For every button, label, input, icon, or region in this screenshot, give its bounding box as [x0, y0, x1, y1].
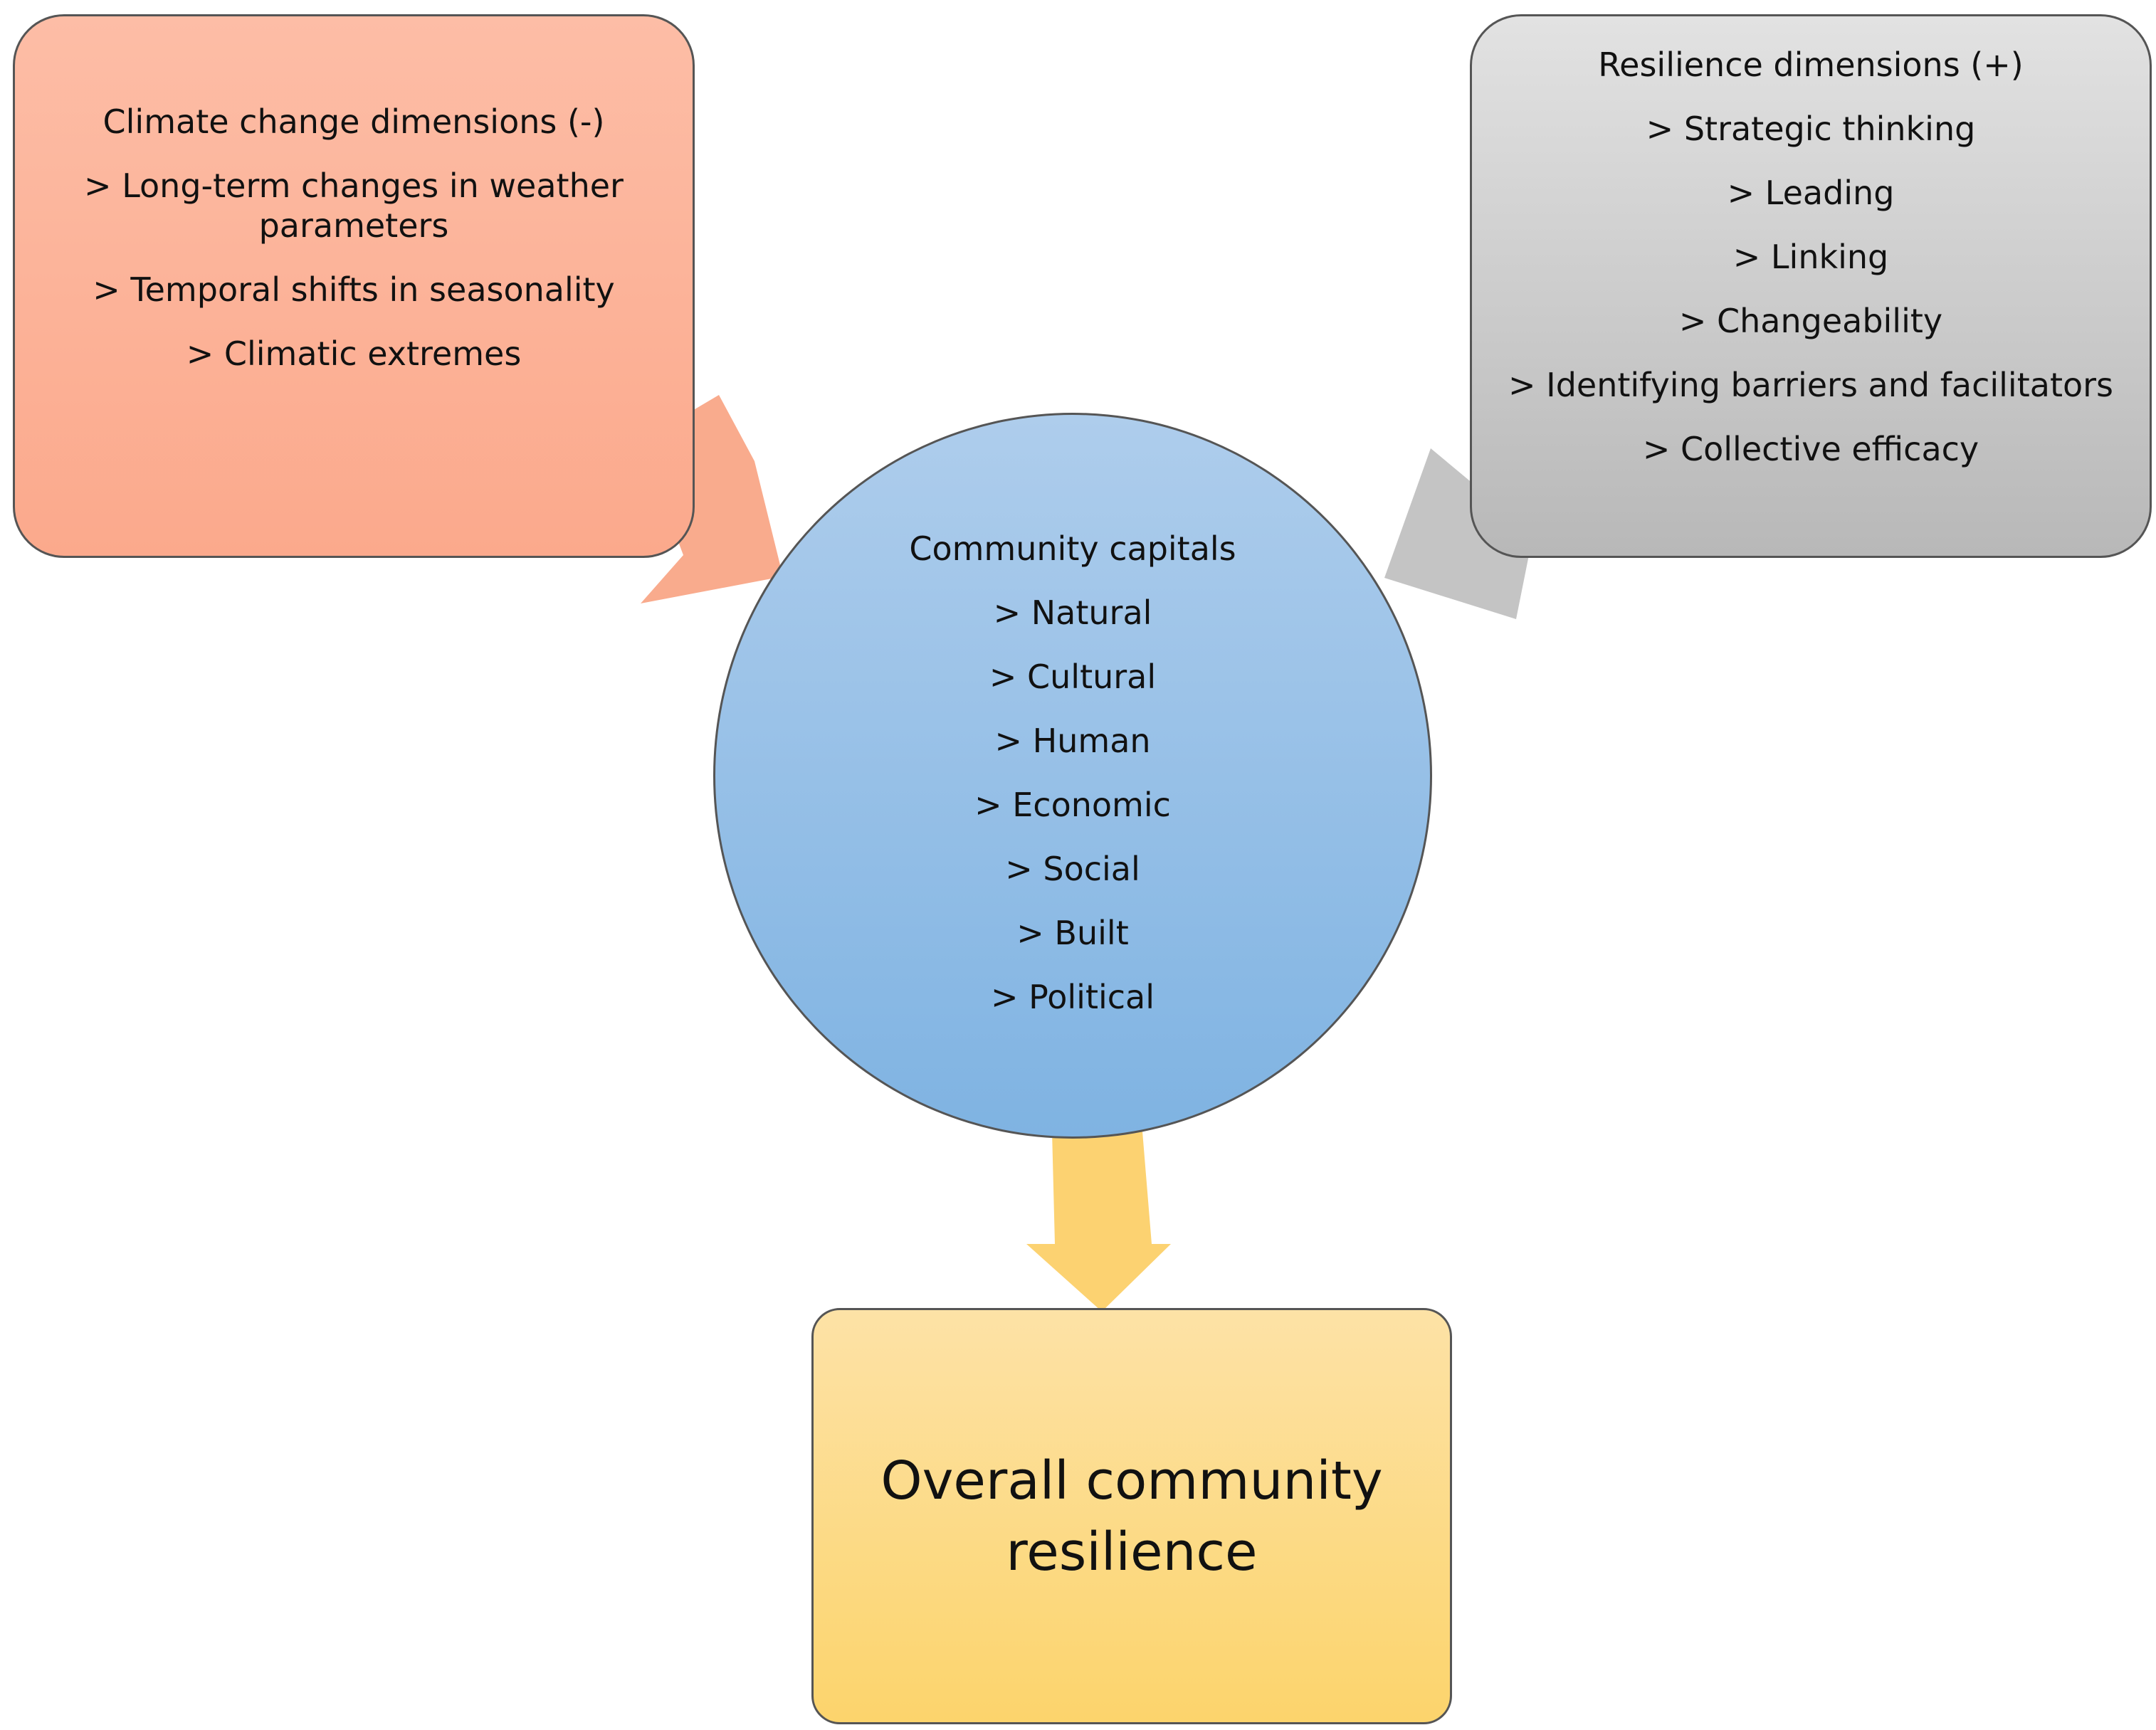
capitals-item: > Political [990, 978, 1155, 1016]
overall-resilience-box: Overall community resilience [811, 1308, 1452, 1724]
resilience-dimensions-box: Resilience dimensions (+) > Strategic th… [1470, 14, 2152, 558]
resilience-item: > Strategic thinking [1646, 110, 1976, 148]
capitals-item: > Natural [993, 594, 1152, 632]
resilience-item: > Changeability [1678, 302, 1943, 340]
capitals-item: > Social [1005, 850, 1140, 888]
climate-item: > Long-term changes in weather parameter… [84, 167, 624, 245]
resilience-item: > Leading [1727, 174, 1895, 212]
climate-item: > Temporal shifts in seasonality [93, 270, 615, 309]
community-capitals-circle: Community capitals > Natural > Cultural … [713, 413, 1432, 1139]
outcome-label: Overall community resilience [880, 1450, 1383, 1583]
capitals-item: > Economic [974, 786, 1171, 824]
resilience-to-capitals-arrow [1384, 448, 1529, 619]
capitals-item: > Cultural [989, 658, 1157, 696]
resilience-item: > Linking [1732, 238, 1889, 276]
capitals-item: > Built [1016, 914, 1129, 952]
climate-item: > Climatic extremes [186, 334, 522, 373]
climate-title: Climate change dimensions (-) [102, 102, 605, 141]
capitals-title: Community capitals [909, 529, 1236, 568]
capitals-item: > Human [994, 722, 1151, 760]
capitals-to-outcome-arrow [1026, 1132, 1171, 1312]
resilience-item: > Identifying barriers and facilitators [1508, 366, 2113, 404]
climate-change-box: Climate change dimensions (-) > Long-ter… [13, 14, 695, 558]
resilience-title: Resilience dimensions (+) [1598, 46, 2024, 84]
resilience-item: > Collective efficacy [1642, 430, 1979, 468]
